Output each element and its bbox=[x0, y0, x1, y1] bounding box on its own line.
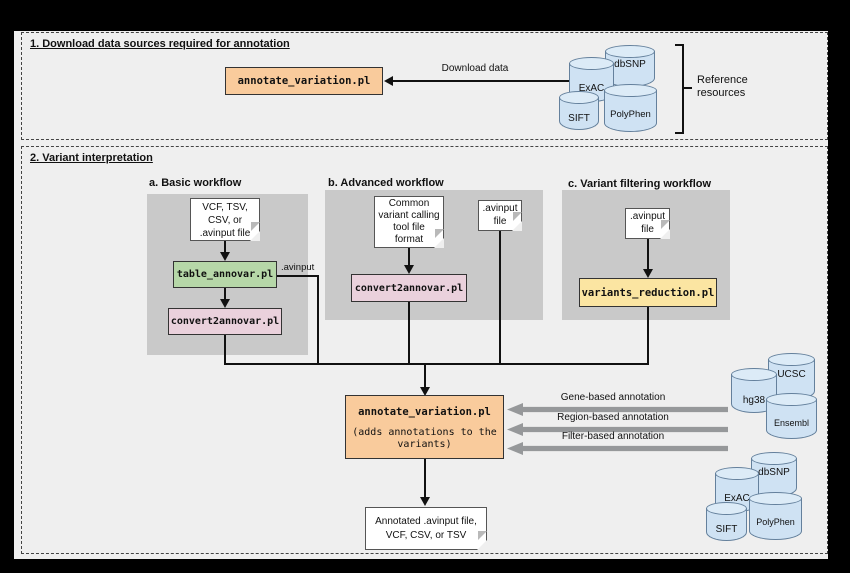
variants-reduction-box: variants_reduction.pl bbox=[579, 278, 717, 307]
cylinder-top bbox=[569, 57, 614, 70]
cylinder-top bbox=[706, 502, 747, 515]
workflow-c-heading: c. Variant filtering workflow bbox=[568, 178, 712, 190]
cylinder-top bbox=[604, 84, 657, 97]
annotated-output-doc: Annotated .avinput file, VCF, CSV, or TS… bbox=[365, 507, 487, 550]
cylinder-top bbox=[749, 492, 802, 505]
connector bbox=[224, 241, 226, 252]
connector bbox=[647, 307, 649, 365]
bracket-tick-top bbox=[675, 44, 684, 46]
workflow-a-heading: a. Basic workflow bbox=[149, 177, 242, 189]
section-download-data bbox=[21, 32, 828, 140]
db-label: dbSNP bbox=[758, 467, 790, 478]
input-file-doc-a: VCF, TSV, CSV, or .avinput file bbox=[190, 198, 260, 241]
bracket-tick-bottom bbox=[675, 132, 684, 134]
db-label: SIFT bbox=[568, 113, 590, 124]
gene-annotation-label: Gene-based annotation bbox=[560, 392, 666, 403]
arrowhead bbox=[404, 265, 414, 274]
database-cylinder-polyphen: PolyPhen bbox=[604, 84, 657, 132]
download-arrowhead bbox=[384, 76, 393, 86]
connector bbox=[424, 365, 426, 387]
section2-title: 2. Variant interpretation bbox=[30, 152, 153, 164]
bracket-nub bbox=[684, 87, 692, 89]
download-arrow-line bbox=[393, 80, 570, 82]
db-label: ExAC bbox=[578, 83, 605, 94]
database-cylinder-ensembl: Ensembl bbox=[766, 393, 817, 439]
connector bbox=[277, 275, 319, 277]
cylinder-body bbox=[604, 90, 657, 132]
download-data-label: Download data bbox=[441, 63, 509, 74]
db-label: PolyPhen bbox=[610, 109, 651, 120]
db-label: PolyPhen bbox=[756, 517, 795, 527]
convert2annovar-box-b: convert2annovar.pl bbox=[351, 274, 467, 302]
arrowhead bbox=[420, 497, 430, 506]
database-cylinder-sift-2: SIFT bbox=[706, 502, 747, 541]
annotate-tool-name: annotate_variation.pl bbox=[358, 406, 491, 418]
connector bbox=[224, 288, 226, 299]
connector bbox=[408, 302, 410, 365]
annotate-tool-note: (adds annotations to the variants) bbox=[352, 427, 497, 450]
db-label: hg38 bbox=[742, 395, 766, 406]
cylinder-top bbox=[766, 393, 817, 406]
connector bbox=[408, 248, 410, 265]
cylinder-top bbox=[559, 91, 599, 104]
cylinder-top bbox=[731, 368, 777, 381]
database-cylinder-hg38: hg38 bbox=[731, 368, 777, 413]
connector bbox=[499, 231, 501, 365]
cylinder-top bbox=[768, 353, 815, 366]
db-label: ExAC bbox=[724, 493, 750, 504]
convert2annovar-box-a: convert2annovar.pl bbox=[168, 308, 282, 335]
filter-annotation-label: Filter-based annotation bbox=[561, 431, 665, 442]
cylinder-top bbox=[751, 452, 797, 465]
avinput-file-doc-b: .avinput file bbox=[478, 200, 522, 231]
annotate-variation-download-box: annotate_variation.pl bbox=[225, 67, 383, 95]
table-annovar-box: table_annovar.pl bbox=[173, 261, 277, 288]
cylinder-top bbox=[605, 45, 655, 58]
db-label: UCSC bbox=[777, 369, 806, 380]
annotate-variation-main-box: annotate_variation.pl (adds annotations … bbox=[345, 395, 504, 459]
database-cylinder-sift: SIFT bbox=[559, 91, 599, 130]
db-label: SIFT bbox=[715, 524, 738, 535]
connector bbox=[317, 275, 319, 365]
avinput-file-doc-c: .avinput file bbox=[625, 208, 670, 239]
db-label: dbSNP bbox=[614, 59, 646, 70]
database-cylinder-polyphen-2: PolyPhen bbox=[749, 492, 802, 540]
cylinder-body bbox=[749, 498, 802, 540]
connector bbox=[647, 239, 649, 269]
input-file-doc-b: Common variant calling tool file format bbox=[374, 196, 444, 248]
bracket-line bbox=[682, 44, 684, 134]
arrowhead bbox=[420, 387, 430, 396]
connector bbox=[424, 459, 426, 497]
workflow-b-heading: b. Advanced workflow bbox=[328, 177, 444, 189]
avinput-edge-label: .avinput bbox=[281, 262, 315, 273]
reference-resources-label: Reference resources bbox=[697, 74, 748, 99]
cylinder-top bbox=[715, 467, 759, 480]
section1-title: 1. Download data sources required for an… bbox=[30, 38, 290, 50]
merge-line bbox=[224, 363, 649, 365]
arrowhead bbox=[220, 299, 230, 308]
db-label: Ensembl bbox=[773, 418, 809, 428]
arrowhead bbox=[220, 252, 230, 261]
region-annotation-label: Region-based annotation bbox=[557, 412, 669, 423]
connector bbox=[224, 335, 226, 365]
arrowhead bbox=[643, 269, 653, 278]
